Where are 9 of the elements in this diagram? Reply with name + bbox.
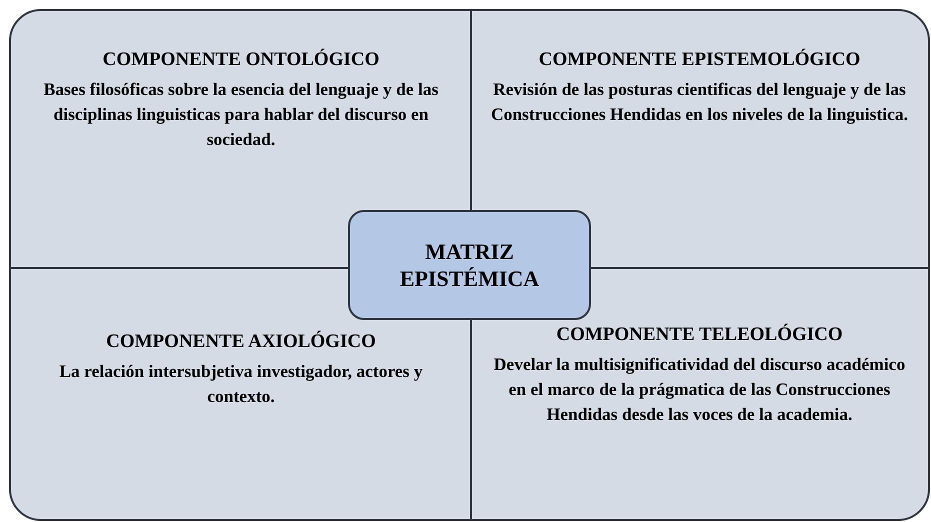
heading: COMPONENTE EPISTEMOLÓGICO bbox=[538, 49, 862, 71]
description: Develar la multisignificatividad del discurso académico en el marco de la prágmatica de las Construcciones Hendidas desde las voces de la academia. bbox=[492, 353, 906, 426]
heading: COMPONENTE AXIOLÓGICO bbox=[105, 331, 377, 353]
center-box: MATRIZ EPISTÉMICA bbox=[348, 210, 591, 320]
heading: COMPONENTE ONTOLÓGICO bbox=[102, 49, 380, 71]
description: La relación intersubjetiva investigador, actores y contexto. bbox=[58, 360, 424, 408]
description: Bases filosóficas sobre la esencia del lenguaje y de las disciplinas linguisticas para hablar del discurso en sociedad. bbox=[42, 78, 440, 151]
heading: COMPONENTE TELEOLÓGICO bbox=[555, 324, 844, 346]
description: Revisión de las posturas cientificas del lenguaje y de las Construcciones Hendidas en los niveles de la linguistica. bbox=[490, 78, 910, 126]
